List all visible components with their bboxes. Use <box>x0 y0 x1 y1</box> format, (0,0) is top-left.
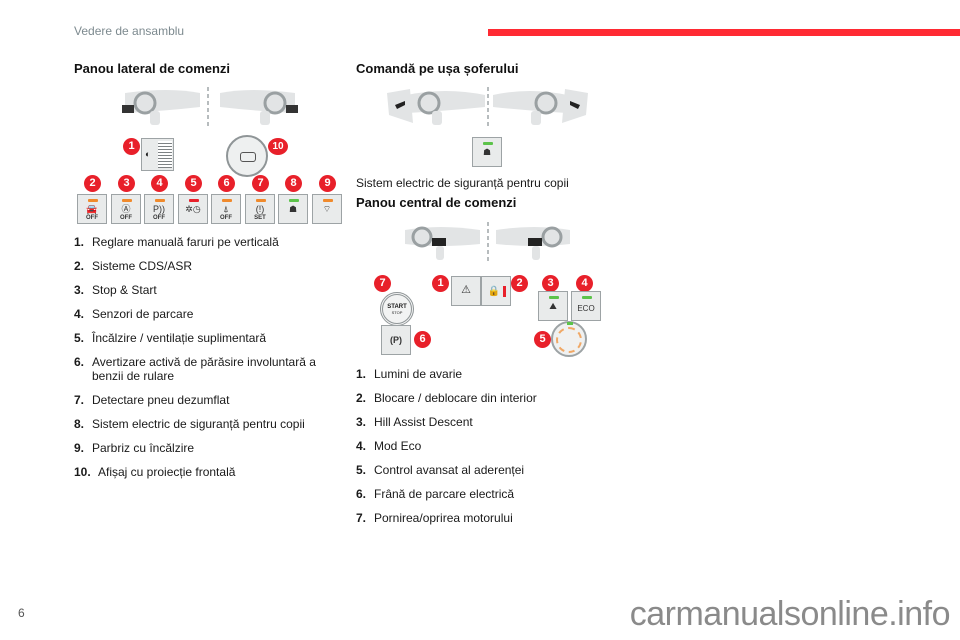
hill-assist-descent-button[interactable]: ⛰ <box>538 291 568 321</box>
button-sublabel: OFF <box>86 215 98 221</box>
dashboard-illustration-left <box>122 87 298 129</box>
button-icon: (!) <box>255 204 265 214</box>
list-item: 6.Frână de parcare electrică <box>356 487 515 501</box>
watermark: carmanualsonline.info <box>629 595 951 633</box>
list-item: 1.Lumini de avarie <box>356 367 463 381</box>
button-icon: P)) <box>153 204 165 214</box>
eco-mode-button[interactable]: ECO <box>571 291 601 321</box>
hud-control-pad[interactable] <box>226 135 268 177</box>
left-section-title: Panou lateral de comenzi <box>74 61 231 76</box>
button-icon: Ⓐ <box>121 204 131 214</box>
grip-control-dial[interactable] <box>551 321 587 357</box>
badge-4: 4 <box>151 175 168 192</box>
badge-3-central: 3 <box>542 275 559 292</box>
headlamp-adjust-wheel[interactable]: ◐ <box>141 138 174 171</box>
side-panel-button-6[interactable]: ⍋OFF <box>211 194 241 224</box>
door-illustration <box>387 87 588 129</box>
header-section-title: Vedere de ansamblu <box>74 24 185 38</box>
badge-9: 9 <box>319 175 336 192</box>
badge-1-central: 1 <box>432 275 449 292</box>
list-item: 5.Control avansat al aderenței <box>356 463 525 477</box>
page-number: 6 <box>18 606 25 620</box>
list-item: 7.Pornirea/oprirea motorului <box>356 511 513 525</box>
badge-4-central: 4 <box>576 275 593 292</box>
button-icon: 🚘 <box>86 204 98 214</box>
list-item: 7.Detectare pneu dezumflat <box>74 393 230 407</box>
button-icon: ⍋ <box>223 204 229 214</box>
status-led <box>323 199 333 202</box>
list-item: 4.Mod Eco <box>356 439 422 453</box>
child-lock-icon: ☗ <box>482 147 492 157</box>
steering-wheel-right <box>263 91 287 115</box>
child-lock-door-button[interactable]: ☗ <box>472 137 502 167</box>
side-panel-button-4[interactable]: P))OFF <box>144 194 174 224</box>
button-icon: ☗ <box>288 204 298 214</box>
list-item: 6.Avertizare activă de părăsire involunt… <box>74 355 316 383</box>
list-item: 8.Sistem electric de siguranță pentru co… <box>74 417 305 431</box>
dash-lhd <box>125 90 200 113</box>
list-item: 9.Parbriz cu încălzire <box>74 441 195 455</box>
button-sublabel: OFF <box>120 215 132 221</box>
status-led <box>289 199 299 202</box>
header-accent-bar <box>488 29 960 36</box>
button-sublabel: OFF <box>153 215 165 221</box>
status-led <box>122 199 132 202</box>
side-panel-button-2[interactable]: 🚘OFF <box>77 194 107 224</box>
hazard-lights-button[interactable]: ⚠ <box>451 276 481 306</box>
hill-descent-icon: ⛰ <box>549 301 557 311</box>
central-lock-button[interactable]: 🔒 <box>481 276 511 306</box>
list-item: 3.Stop & Start <box>74 283 157 297</box>
side-panel-button-7[interactable]: (!)SET <box>245 194 275 224</box>
electric-parking-brake-button[interactable]: (P) <box>381 325 411 355</box>
status-led <box>222 199 232 202</box>
badge-2: 2 <box>84 175 101 192</box>
button-sublabel: SET <box>254 215 266 221</box>
badge-3: 3 <box>118 175 135 192</box>
hud-icon <box>240 152 256 162</box>
list-item: 2.Sisteme CDS/ASR <box>74 259 193 273</box>
steering-wheel-left <box>133 91 157 115</box>
list-item: 4.Senzori de parcare <box>74 307 194 321</box>
start-stop-button[interactable]: START STOP <box>380 292 414 326</box>
badge-7: 7 <box>374 275 391 292</box>
left-legend-list: 1.Reglare manuală faruri pe verticală 2.… <box>74 235 334 489</box>
hazard-icon: ⚠ <box>461 284 471 296</box>
badge-1: 1 <box>123 138 140 155</box>
lock-icon: 🔒 <box>487 286 501 297</box>
badge-6: 6 <box>414 331 431 348</box>
badge-10: 10 <box>268 138 288 155</box>
lock-status-led <box>503 286 506 297</box>
badge-7: 7 <box>252 175 269 192</box>
badge-2-central: 2 <box>511 275 528 292</box>
button-icon: ⌔ <box>322 204 332 214</box>
button-sublabel: OFF <box>220 215 232 221</box>
headlamp-icon: ◐ <box>145 149 151 159</box>
status-led <box>189 199 199 202</box>
badge-6: 6 <box>218 175 235 192</box>
list-item: 10.Afișaj cu proiecție frontală <box>74 465 236 479</box>
central-dashboard-illustration <box>405 222 570 264</box>
door-caption: Sistem electric de siguranță pentru copi… <box>356 176 569 190</box>
central-section-title: Panou central de comenzi <box>356 195 517 210</box>
badge-8: 8 <box>285 175 302 192</box>
list-item: 3.Hill Assist Descent <box>356 415 473 429</box>
parking-brake-icon: (P) <box>390 335 402 345</box>
list-item: 5.Încălzire / ventilație suplimentară <box>74 331 267 345</box>
badge-5: 5 <box>185 175 202 192</box>
button-icon: ✲◷ <box>185 204 201 214</box>
dash-rhd <box>220 90 295 113</box>
door-section-title: Comandă pe ușa șoferului <box>356 61 519 76</box>
list-item: 2.Blocare / deblocare din interior <box>356 391 537 405</box>
side-panel-button-5[interactable]: ✲◷ <box>178 194 208 224</box>
side-panel-button-9[interactable]: ⌔ <box>312 194 342 224</box>
central-legend-list: 1.Lumini de avarie 2.Blocare / deblocare… <box>356 367 616 535</box>
status-led <box>155 199 165 202</box>
side-panel-button-8[interactable]: ☗ <box>278 194 308 224</box>
badge-5-central: 5 <box>534 331 551 348</box>
list-item: 1.Reglare manuală faruri pe verticală <box>74 235 279 249</box>
status-led <box>88 199 98 202</box>
status-led <box>256 199 266 202</box>
